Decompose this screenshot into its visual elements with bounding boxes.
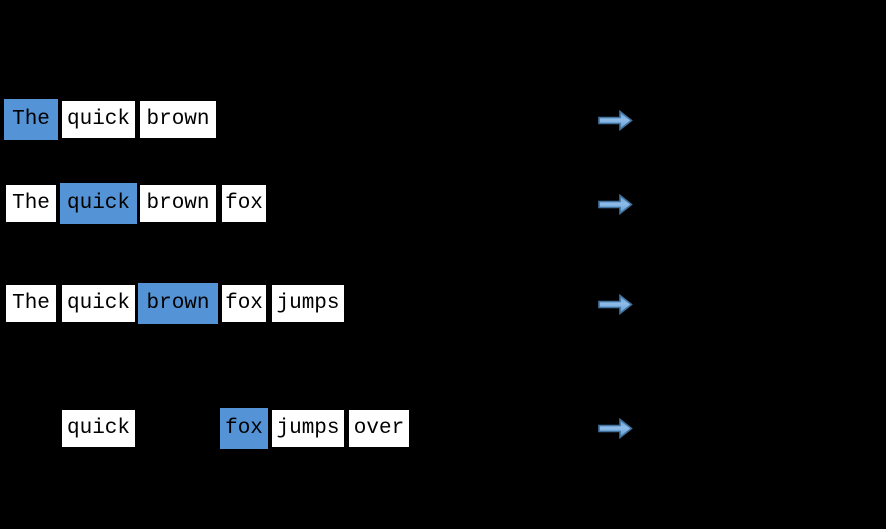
word-box-quick: quick (60, 283, 137, 324)
word-box-fox: fox (220, 283, 268, 324)
right-block-arrow-icon (598, 193, 633, 215)
word-box-quick-highlighted: quick (58, 181, 139, 226)
word-box-the: The (4, 183, 58, 224)
word-box-the: The (4, 283, 58, 324)
word-box-brown: brown (138, 99, 218, 140)
word-box-jumps: jumps (270, 408, 346, 449)
word-box-over: over (347, 408, 411, 449)
word-box-jumps: jumps (270, 283, 346, 324)
right-block-arrow-icon (598, 293, 633, 315)
word-box-quick: quick (60, 408, 137, 449)
word-box-quick: quick (60, 99, 137, 140)
right-block-arrow-icon (598, 109, 633, 131)
word-box-fox-highlighted: fox (218, 406, 270, 451)
word-box-fox: fox (220, 183, 268, 224)
word-box-the-highlighted: The (2, 97, 60, 142)
word-box-brown: brown (138, 183, 218, 224)
word-box-brown-highlighted: brown (136, 281, 220, 326)
right-block-arrow-icon (598, 417, 633, 439)
